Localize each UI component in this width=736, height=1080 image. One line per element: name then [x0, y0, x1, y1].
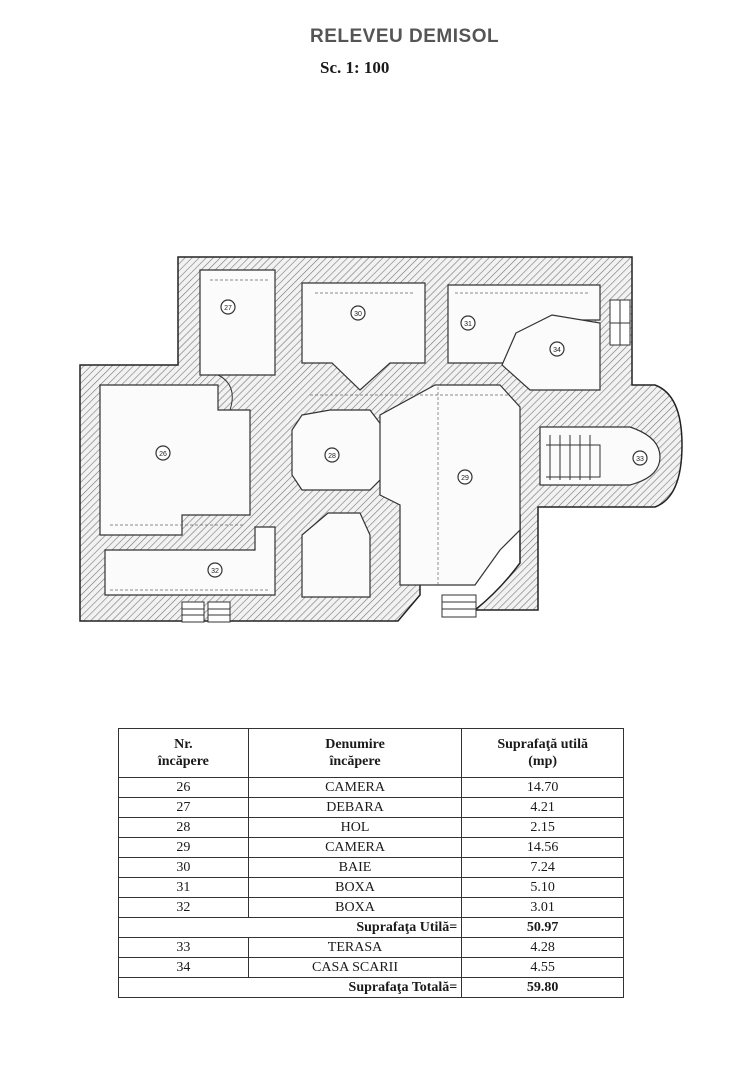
page-title: RELEVEU DEMISOL [310, 26, 500, 47]
subtotal-label: Suprafaţa Utilă= [117, 917, 463, 938]
room-mark-26 [155, 445, 171, 461]
header-area: Suprafaţă utilă(mp) [461, 728, 624, 778]
room-corridor [104, 526, 276, 596]
room-mark-label: 33 [636, 456, 644, 463]
room-mark-label: 28 [328, 453, 336, 460]
total-row: Suprafaţa Totală= 59.80 [117, 977, 624, 998]
room-mark-label: 32 [211, 568, 219, 575]
room-mark-30 [350, 305, 366, 321]
room-mark-label: 29 [461, 475, 469, 482]
room-26-camera [99, 384, 251, 536]
header-nr: Nr.încăpere [118, 728, 249, 778]
subtotal-value: 50.97 [461, 917, 624, 938]
room-29-camera [379, 384, 521, 586]
room-27-debara [199, 269, 276, 376]
room-mark-label: 26 [159, 451, 167, 458]
subtotal-row: Suprafaţa Utilă= 50.97 [117, 917, 624, 938]
room-30-baie [301, 282, 426, 391]
room-mark-27 [220, 299, 236, 315]
room-mark-32 [207, 562, 223, 578]
room-mark-label: 30 [354, 311, 362, 318]
room-mark-label: 31 [464, 321, 472, 328]
room-28-hol [291, 409, 386, 491]
room-mark-28 [324, 447, 340, 463]
room-mark-34 [549, 341, 565, 357]
room-mark-29 [457, 469, 473, 485]
room-mark-33 [632, 450, 648, 466]
floor-plan: 27 30 31 34 26 28 29 33 32 [79, 256, 683, 623]
room-mark-31 [460, 315, 476, 331]
room-mark-label: 34 [553, 347, 561, 354]
total-label: Suprafaţa Totală= [117, 977, 463, 998]
room-mark-label: 27 [224, 305, 232, 312]
total-value: 59.80 [461, 977, 624, 998]
room-niche [301, 512, 371, 598]
room-markers [155, 299, 648, 578]
scale-label: Sc. 1: 100 [320, 58, 390, 77]
